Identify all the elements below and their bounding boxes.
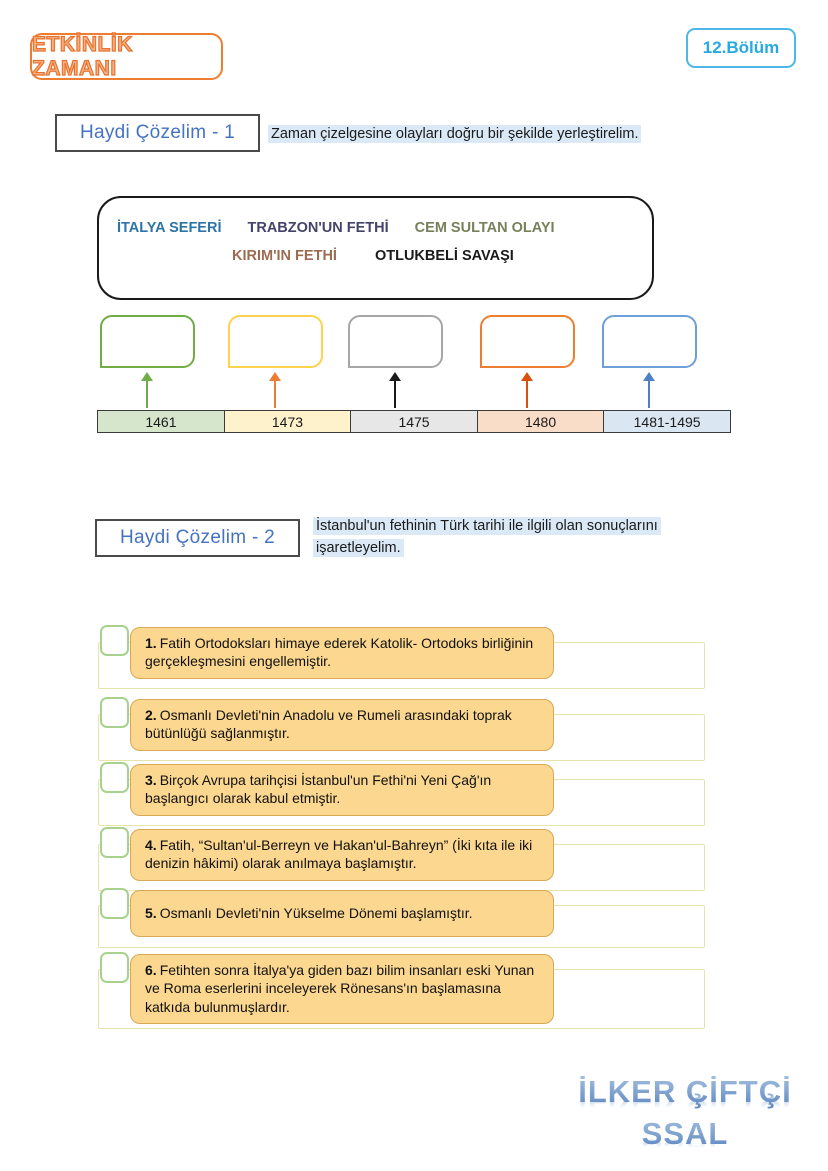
watermark-name: İLKER ÇİFTÇİ [540, 1075, 828, 1109]
timeline-cell-1475: 1475 [350, 410, 478, 433]
section1-instruction: Zaman çizelgesine olayları doğru bir şek… [268, 124, 688, 146]
answer-box-1473[interactable] [228, 315, 323, 368]
section2-title: Haydi Çözelim - 2 [95, 519, 300, 557]
activity-time-badge: ETKİNLİK ZAMANI [30, 32, 223, 80]
event-trabzonun-fethi[interactable]: TRABZON'UN FETHİ [247, 220, 389, 236]
statement-checkbox-6[interactable] [100, 952, 129, 983]
author-watermark: İLKER ÇİFTÇİ SSAL [540, 1075, 828, 1151]
arrow-stem [146, 381, 148, 408]
chapter-badge: 12.Bölüm [686, 28, 796, 68]
statement-checkbox-4[interactable] [100, 827, 129, 858]
statement-bubble-1: 1.Fatih Ortodoksları himaye ederek Katol… [130, 627, 554, 679]
statement-number: 1. [145, 635, 157, 651]
arrow-stem [526, 381, 528, 408]
statement-number: 3. [145, 772, 157, 788]
statement-bubble-6: 6.Fetihten sonra İtalya'ya giden bazı bi… [130, 954, 554, 1025]
timeline-cell-1480: 1480 [476, 410, 605, 433]
timeline-cell-1461: 1461 [97, 410, 225, 433]
arrow-up-icon [643, 372, 655, 408]
statement-text: Fetihten sonra İtalya'ya giden bazı bili… [145, 962, 535, 1015]
arrow-stem [648, 381, 650, 408]
event-otlukbeli-savasi[interactable]: OTLUKBELİ SAVAŞI [374, 248, 514, 264]
statement-bubble-2: 2.Osmanlı Devleti'nin Anadolu ve Rumeli … [130, 699, 554, 751]
section1-title: Haydi Çözelim - 1 [55, 114, 260, 152]
statement-checkbox-2[interactable] [100, 697, 129, 728]
statement-text: Fatih Ortodoksları himaye ederek Katolik… [145, 635, 534, 670]
arrow-stem [274, 381, 276, 408]
section1-instruction-text: Zaman çizelgesine olayları doğru bir şek… [268, 125, 642, 143]
statement-checkbox-1[interactable] [100, 625, 129, 656]
statement-bubble-5: 5.Osmanlı Devleti'nin Yükselme Dönemi ba… [130, 890, 554, 938]
statement-number: 2. [145, 707, 157, 723]
section2-instruction-text: İstanbul'un fethinin Türk tarihi ile ilg… [313, 517, 661, 557]
arrowhead-icon [269, 372, 281, 381]
timeline-bar: 1461 1473 1475 1480 1481-1495 [97, 410, 732, 433]
statement-checkbox-5[interactable] [100, 888, 129, 919]
event-cem-sultan-olayi[interactable]: CEM SULTAN OLAYI [414, 220, 555, 236]
arrowhead-icon [141, 372, 153, 381]
statement-bubble-4: 4.Fatih, “Sultan'ul-Berreyn ve Hakan'ul-… [130, 829, 554, 881]
statement-bubble-3: 3.Birçok Avrupa tarihçisi İstanbul'un Fe… [130, 764, 554, 816]
statement-checkbox-3[interactable] [100, 762, 129, 793]
arrow-up-icon [141, 372, 153, 408]
statement-text: Fatih, “Sultan'ul-Berreyn ve Hakan'ul-Ba… [145, 837, 533, 872]
events-pool: İTALYA SEFERİ TRABZON'UN FETHİ CEM SULTA… [97, 196, 654, 300]
arrowhead-icon [389, 372, 401, 381]
section2-instruction: İstanbul'un fethinin Türk tarihi ile ilg… [313, 516, 733, 560]
events-row-2: KIRIM'IN FETHİ OTLUKBELİ SAVAŞI [232, 248, 652, 264]
statement-number: 4. [145, 837, 157, 853]
timeline-cell-1473: 1473 [223, 410, 352, 433]
answer-box-1481-1495[interactable] [602, 315, 697, 368]
arrow-up-icon [521, 372, 533, 408]
arrow-up-icon [269, 372, 281, 408]
timeline-cell-1481-1495: 1481-1495 [603, 410, 732, 433]
statement-text: Osmanlı Devleti'nin Anadolu ve Rumeli ar… [145, 707, 512, 742]
arrow-up-icon [389, 372, 401, 408]
watermark-school: SSAL [540, 1117, 828, 1151]
statement-text: Birçok Avrupa tarihçisi İstanbul'un Feth… [145, 772, 492, 807]
answer-box-1475[interactable] [348, 315, 443, 368]
statement-number: 5. [145, 905, 157, 921]
statement-text: Osmanlı Devleti'nin Yükselme Dönemi başl… [159, 905, 473, 921]
arrowhead-icon [521, 372, 533, 381]
events-row-1: İTALYA SEFERİ TRABZON'UN FETHİ CEM SULTA… [117, 220, 652, 236]
event-kirimin-fethi[interactable]: KIRIM'IN FETHİ [232, 248, 337, 264]
statement-number: 6. [145, 962, 157, 978]
arrowhead-icon [643, 372, 655, 381]
event-italya-seferi[interactable]: İTALYA SEFERİ [117, 220, 222, 236]
answer-box-1480[interactable] [480, 315, 575, 368]
arrow-stem [394, 381, 396, 408]
answer-box-1461[interactable] [100, 315, 195, 368]
